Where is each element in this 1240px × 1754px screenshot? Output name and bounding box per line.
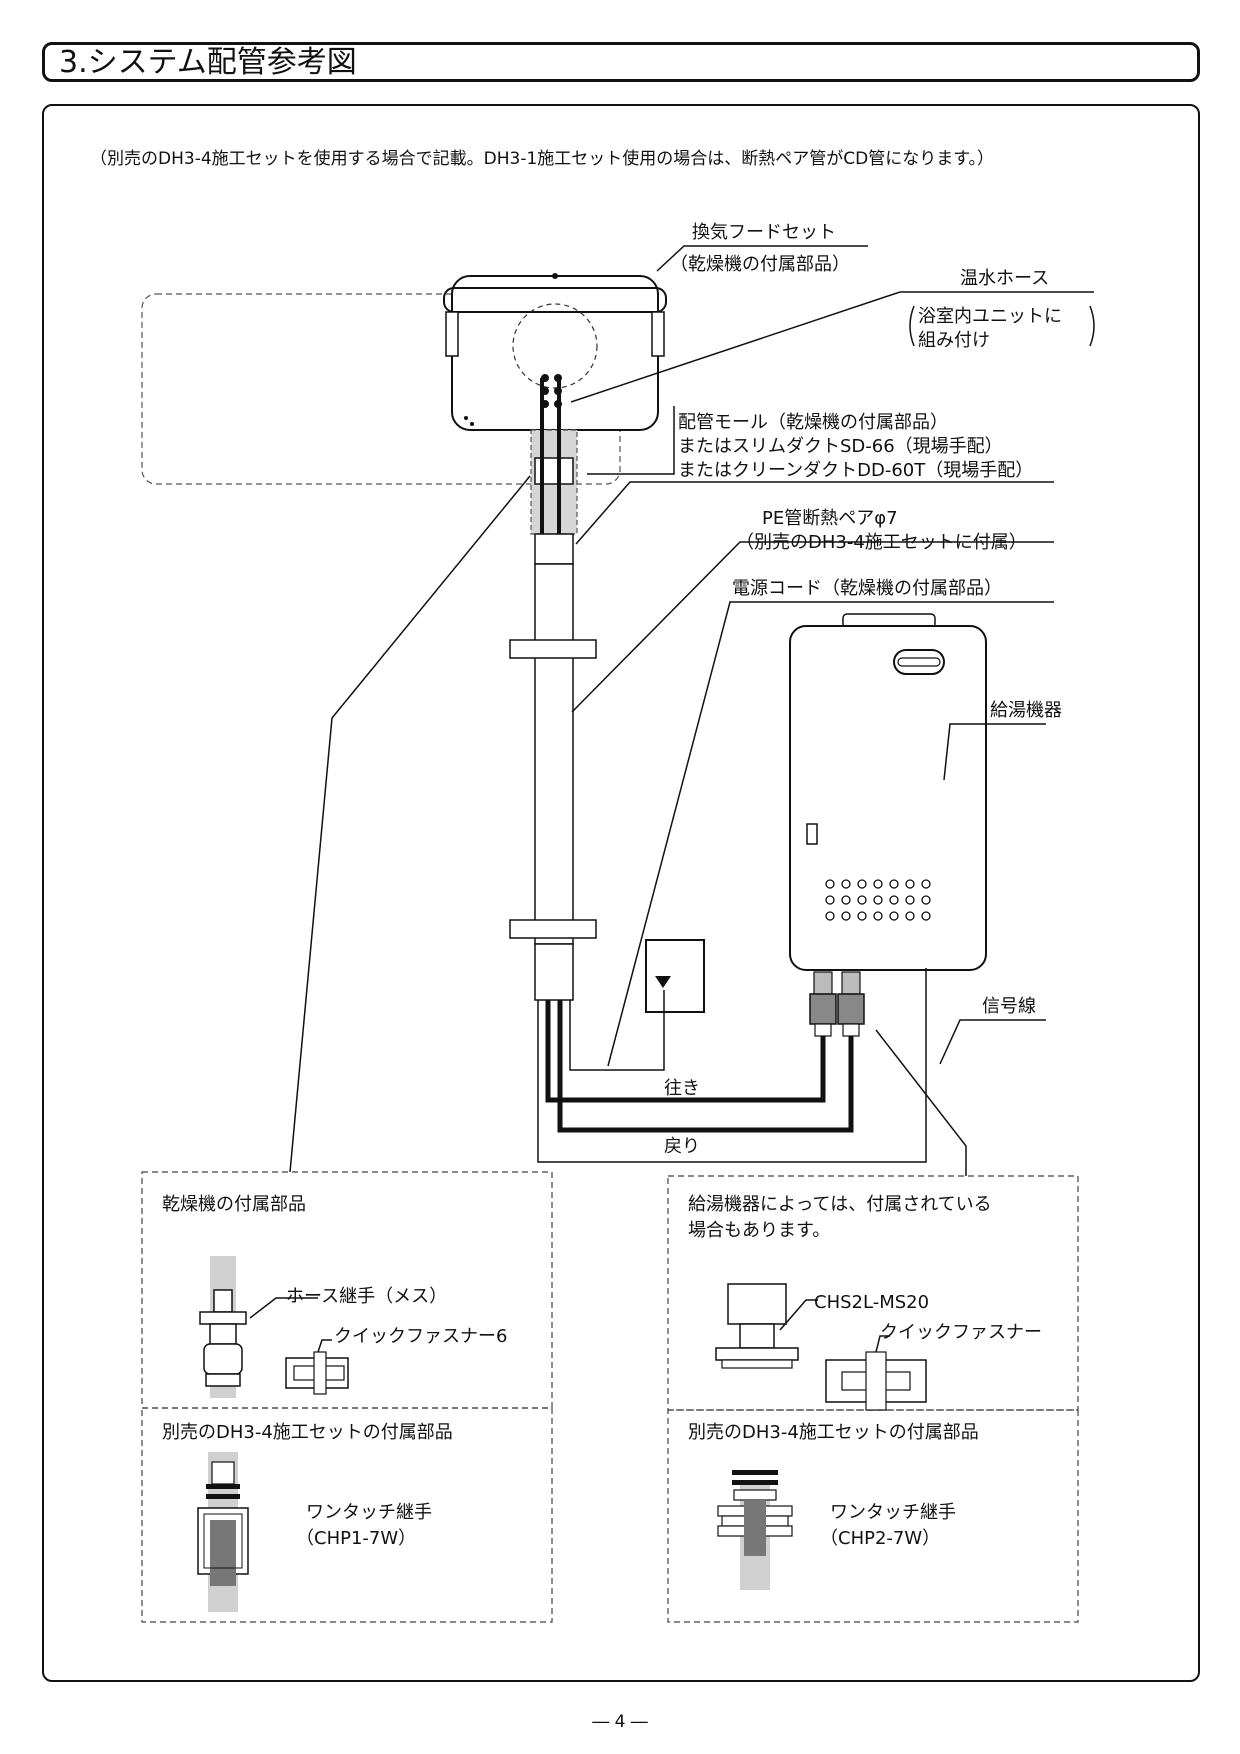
one-touch-joint-chp1 <box>197 1452 249 1612</box>
section-heading: 3.システム配管参考図 <box>42 42 1200 82</box>
heater-label: 給湯機器 <box>990 700 1062 721</box>
chs-label: CHS2L-MS20 <box>814 1292 929 1313</box>
one-touch-left-label-2: （CHP1-7W） <box>296 1528 416 1549</box>
hose-bracket-right <box>1089 305 1095 347</box>
one-touch-left-label-1: ワンタッチ継手 <box>306 1502 432 1523</box>
right-top-title-1: 給湯機器によっては、付属されている <box>688 1194 992 1215</box>
mall-label-2: またはスリムダクトSD-66（現場手配） <box>678 436 1003 457</box>
outlet-plug-icon <box>655 976 671 988</box>
outgoing-pipe <box>545 1000 826 1103</box>
right-bottom-title: 別売のDH3-4施工セットの付属部品 <box>688 1422 979 1443</box>
page-number: ― 4 ― <box>592 1712 648 1732</box>
hose-joint-label: ホース継手（メス） <box>286 1286 447 1307</box>
hose-bracket-left <box>909 305 915 347</box>
signal-wire <box>537 968 927 1163</box>
hose-sub-label-2: 組み付け <box>918 330 990 351</box>
left-top-title: 乾燥機の付属部品 <box>162 1194 306 1215</box>
mall-label-3: またはクリーンダクトDD-60T（現場手配） <box>678 460 1033 481</box>
left-bottom-title: 別売のDH3-4施工セットの付属部品 <box>162 1422 453 1443</box>
hose-joint-leader <box>249 1297 318 1319</box>
heater-vent-holes <box>825 879 931 921</box>
one-touch-joint-chp2 <box>717 1470 793 1590</box>
ventilation-hood <box>443 273 667 431</box>
pe-label-1: PE管断熱ペアφ7 <box>762 508 898 529</box>
mall-label-1: 配管モール（乾燥機の付属部品） <box>678 412 948 433</box>
note-text: （別売のDH3-4施工セットを使用する場合で記載。DH3-1施工セット使用の場合… <box>90 148 994 169</box>
quick-fastener-label: クイックファスナー <box>880 1322 1042 1343</box>
water-heater <box>789 613 987 971</box>
right-top-title-2: 場合もあります。 <box>688 1220 830 1241</box>
quick-fastener-6-leader <box>317 1339 332 1353</box>
hose-sub-label-1: 浴室内ユニットに <box>918 306 1062 327</box>
section-title: 3.システム配管参考図 <box>59 45 357 80</box>
chs-leader <box>779 1299 818 1331</box>
chs2l-ms20-part <box>715 1283 799 1369</box>
hood-title-label: 換気フードセット <box>692 222 836 243</box>
power-outlet <box>645 939 705 1013</box>
one-touch-right-label-2: （CHP2-7W） <box>820 1528 940 1549</box>
piping-mall <box>509 378 597 1001</box>
power-cord-line <box>569 990 665 1071</box>
heater-connectors <box>809 971 865 1037</box>
return-label: 戻り <box>664 1136 700 1157</box>
quick-fastener <box>825 1351 927 1411</box>
quick-fastener-leader <box>875 1335 890 1353</box>
hood-sub-label: （乾燥機の付属部品） <box>670 254 850 275</box>
leader-lines <box>289 245 1094 1176</box>
detail-box-right-top <box>667 1175 1079 1411</box>
power-cord-label: 電源コード（乾燥機の付属部品） <box>732 578 1002 599</box>
one-touch-right-label-1: ワンタッチ継手 <box>830 1502 956 1523</box>
diagram-frame <box>42 104 1200 1682</box>
quick-fastener-6 <box>285 1351 349 1395</box>
outgoing-label: 往き <box>664 1078 700 1099</box>
detail-box-left-bottom <box>141 1407 553 1623</box>
pe-label-2: （別売のDH3-4施工セットに付属） <box>736 532 1027 553</box>
hose-joint-female <box>199 1256 247 1398</box>
quick-fastener-6-label: クイックファスナー6 <box>334 1326 507 1347</box>
hose-title-label: 温水ホース <box>960 268 1049 289</box>
signal-label: 信号線 <box>982 996 1036 1017</box>
return-pipe <box>557 1000 854 1133</box>
